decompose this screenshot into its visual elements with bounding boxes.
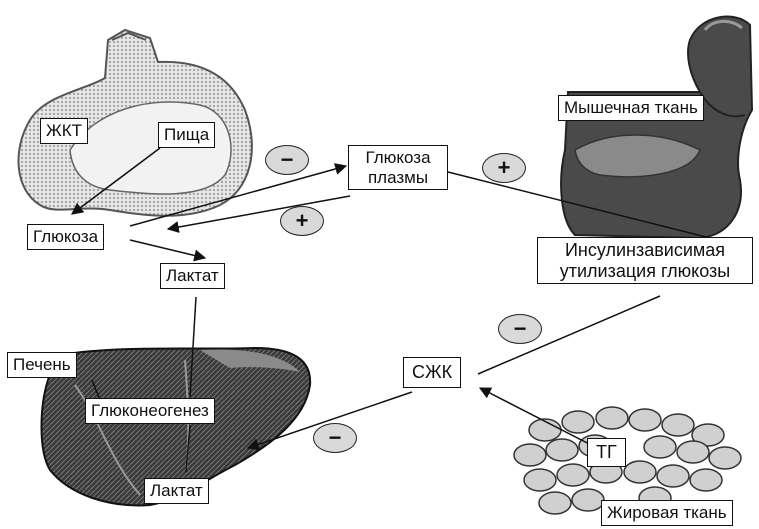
label-food: Пища xyxy=(158,122,215,148)
label-plasma-glucose: Глюкоза плазмы xyxy=(348,145,448,190)
label-muscle-tissue: Мышечная ткань xyxy=(558,95,704,121)
label-tg: ТГ xyxy=(587,438,626,467)
sign-minus-ffa: − xyxy=(498,314,542,344)
label-liver: Печень xyxy=(7,352,77,378)
label-insulin-utilization: Инсулинзависимая утилизация глюкозы xyxy=(537,237,753,284)
sign-minus-food: − xyxy=(265,145,309,175)
sign-minus-liver: − xyxy=(313,423,357,453)
label-ffa: СЖК xyxy=(403,357,461,388)
label-gluconeogenesis: Глюконеогенез xyxy=(85,398,215,424)
sign-plus-muscle: + xyxy=(482,153,526,183)
label-zhkt: ЖКТ xyxy=(40,118,88,144)
arrow-glucose-to-lactate xyxy=(130,240,205,258)
label-lactate-top: Лактат xyxy=(160,263,225,289)
sign-plus-liver: + xyxy=(280,206,324,236)
label-adipose-tissue: Жировая ткань xyxy=(601,500,733,526)
label-lactate-bottom: Лактат xyxy=(144,478,209,504)
muscle-arm-illustration xyxy=(561,17,752,238)
label-glucose: Глюкоза xyxy=(27,224,104,250)
